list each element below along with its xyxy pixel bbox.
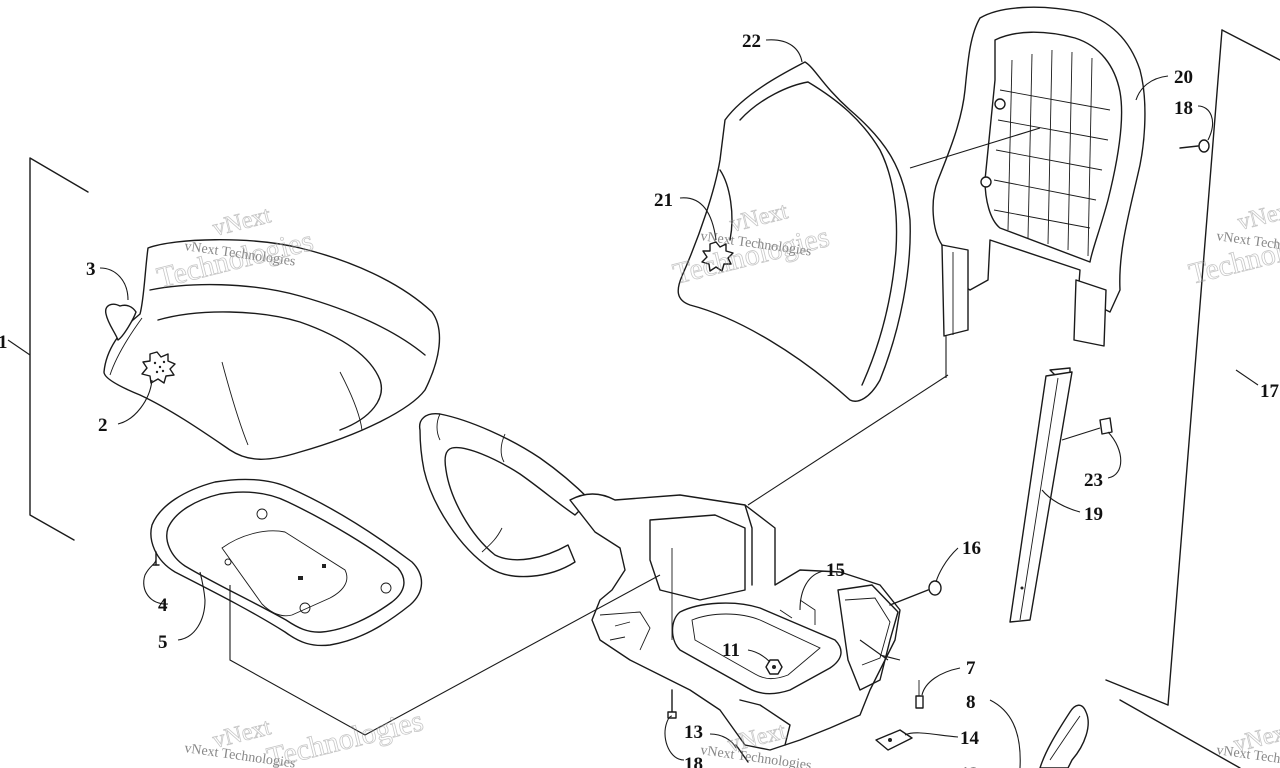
callout-14: 14 bbox=[960, 728, 980, 749]
seat-base-pan bbox=[150, 478, 423, 647]
callout-1: 1 bbox=[0, 332, 8, 353]
callout-16: 16 bbox=[962, 538, 981, 559]
assembly-bracket-17 bbox=[1105, 29, 1280, 768]
callout-2: 2 bbox=[98, 415, 108, 436]
connection-lines bbox=[229, 336, 949, 736]
bolt-7 bbox=[915, 680, 924, 709]
callout-12: 12 bbox=[960, 764, 979, 768]
backrest-frame bbox=[932, 6, 1146, 347]
star-patch-icon bbox=[141, 351, 176, 384]
callout-labels: 1 3 2 4 5 22 21 20 18 17 23 19 16 15 11 … bbox=[0, 31, 1280, 768]
screw-18-upper bbox=[1179, 139, 1210, 153]
callout-18-lower: 18 bbox=[684, 754, 703, 768]
callout-13: 13 bbox=[684, 722, 703, 743]
callout-3: 3 bbox=[86, 259, 96, 280]
watermark-bottom: Technologies bbox=[264, 704, 427, 768]
clip-23 bbox=[1099, 417, 1113, 435]
seat-cushion bbox=[103, 239, 441, 460]
callout-21: 21 bbox=[654, 190, 673, 211]
callout-15: 15 bbox=[826, 560, 845, 581]
watermark-bottom-left: vNext Technologies vNext Technologies bbox=[183, 704, 426, 768]
watermark-right: vNext Technologies vNext Technologies bbox=[1185, 196, 1280, 291]
callout-22: 22 bbox=[742, 31, 761, 52]
fastener-13 bbox=[735, 744, 749, 763]
backrest-foam bbox=[677, 61, 911, 402]
callout-leaders bbox=[99, 39, 1213, 768]
callout-19: 19 bbox=[1084, 504, 1103, 525]
callout-17: 17 bbox=[1260, 381, 1280, 402]
callout-18-upper: 18 bbox=[1174, 98, 1193, 119]
bracket-14 bbox=[875, 729, 913, 751]
callout-5: 5 bbox=[158, 632, 168, 653]
callout-7: 7 bbox=[966, 658, 976, 679]
watermark-bottom-right: vNext Technologies vNext bbox=[1215, 718, 1280, 768]
callout-8: 8 bbox=[966, 692, 976, 713]
backrest-label-icon bbox=[701, 241, 734, 272]
grab-bar-frame bbox=[418, 413, 591, 578]
callout-11: 11 bbox=[722, 640, 740, 661]
callout-4: 4 bbox=[158, 595, 168, 616]
callout-20: 20 bbox=[1174, 67, 1193, 88]
callout-23: 23 bbox=[1084, 470, 1103, 491]
pan-fastener bbox=[152, 551, 160, 566]
upright-tube-19 bbox=[1009, 367, 1073, 623]
assembly-bracket-1 bbox=[7, 157, 89, 541]
nut-11 bbox=[765, 659, 783, 675]
bolt-16 bbox=[889, 580, 942, 606]
rear-storage-base bbox=[569, 493, 901, 751]
handle-part-8 bbox=[1039, 704, 1089, 768]
watermark-top: vNext bbox=[1235, 196, 1280, 235]
screw-18-lower bbox=[667, 689, 677, 719]
